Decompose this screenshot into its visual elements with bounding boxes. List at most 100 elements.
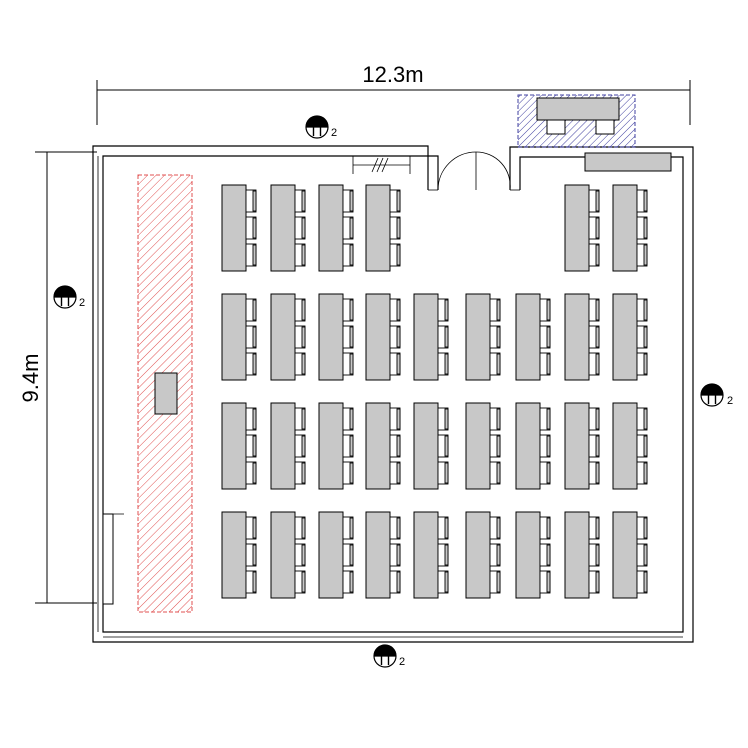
width-dimension: 12.3m	[96, 62, 691, 125]
desk-unit	[564, 293, 600, 381]
desk	[465, 511, 491, 599]
desk-unit	[465, 293, 501, 381]
desk	[365, 511, 391, 599]
chair-back	[595, 299, 600, 321]
chair-back	[643, 353, 648, 375]
chair-back	[643, 190, 648, 212]
chair-back	[496, 544, 501, 566]
chair-back	[301, 462, 306, 484]
desk	[612, 511, 638, 599]
chair-back	[546, 326, 551, 348]
desk-unit	[612, 511, 648, 599]
chair-back	[301, 353, 306, 375]
chair-back	[496, 517, 501, 539]
desk	[365, 293, 391, 381]
desk	[564, 293, 590, 381]
width-label: 12.3m	[362, 62, 423, 87]
chair-back	[301, 544, 306, 566]
stage-area	[137, 174, 193, 613]
chair-back	[643, 544, 648, 566]
desk-unit	[413, 402, 449, 490]
entrance-door	[437, 151, 511, 191]
chair-back	[546, 435, 551, 457]
chair-back	[349, 190, 354, 212]
desk	[365, 184, 391, 272]
partition-rail	[352, 156, 411, 174]
chair-back	[349, 299, 354, 321]
chair-back	[643, 299, 648, 321]
desk	[612, 293, 638, 381]
chair-back	[396, 544, 401, 566]
desk	[270, 511, 296, 599]
chair-back	[396, 435, 401, 457]
desk	[413, 293, 439, 381]
chair-back	[252, 435, 257, 457]
desk	[270, 293, 296, 381]
desk-unit	[515, 511, 551, 599]
chair-back	[396, 462, 401, 484]
desk	[365, 402, 391, 490]
desk	[270, 402, 296, 490]
chair-back	[444, 353, 449, 375]
desk	[465, 402, 491, 490]
chair-back	[252, 217, 257, 239]
chair-back	[444, 544, 449, 566]
chair-back	[349, 544, 354, 566]
outlet-bottom: 2	[373, 644, 405, 668]
chair-back	[643, 408, 648, 430]
chair-back	[301, 517, 306, 539]
chair-back	[252, 408, 257, 430]
side-shelf	[102, 513, 124, 605]
chair-back	[349, 353, 354, 375]
desk-unit	[318, 293, 354, 381]
desk-unit	[318, 402, 354, 490]
chair-back	[595, 244, 600, 266]
desk	[221, 511, 247, 599]
desk	[515, 402, 541, 490]
chair-back	[301, 244, 306, 266]
chair-back	[301, 190, 306, 212]
desk-unit	[365, 293, 401, 381]
chair-back	[595, 217, 600, 239]
chair-back	[595, 544, 600, 566]
chair-back	[396, 299, 401, 321]
chair-back	[546, 408, 551, 430]
chair-back	[396, 217, 401, 239]
chair-back	[595, 326, 600, 348]
outlet-left-count: 2	[79, 297, 85, 309]
chair-back	[349, 435, 354, 457]
desk	[564, 511, 590, 599]
desk-unit	[564, 184, 600, 272]
chair-back	[301, 217, 306, 239]
chair-back	[546, 517, 551, 539]
chair-back	[496, 299, 501, 321]
chair-back	[349, 517, 354, 539]
chair-back	[301, 408, 306, 430]
desk	[221, 184, 247, 272]
desk	[564, 402, 590, 490]
lectern	[154, 372, 178, 415]
chair-back	[349, 326, 354, 348]
desk-unit	[221, 293, 257, 381]
desk-unit	[612, 184, 648, 272]
equipment-area	[517, 94, 636, 148]
desk-unit	[612, 293, 648, 381]
chair-back	[349, 462, 354, 484]
desk	[465, 293, 491, 381]
desk-unit	[515, 402, 551, 490]
chair-back	[444, 408, 449, 430]
chair-back	[301, 435, 306, 457]
desk-layout	[221, 184, 648, 599]
chair-back	[595, 353, 600, 375]
chair-back	[252, 244, 257, 266]
desk-unit	[221, 402, 257, 490]
desk-unit	[318, 511, 354, 599]
chair-back	[349, 217, 354, 239]
outlet-right-count: 2	[727, 395, 733, 407]
chair-back	[595, 408, 600, 430]
desk-unit	[270, 511, 306, 599]
desk-unit	[612, 402, 648, 490]
desk	[318, 293, 344, 381]
chair-back	[546, 353, 551, 375]
chair-back	[643, 462, 648, 484]
